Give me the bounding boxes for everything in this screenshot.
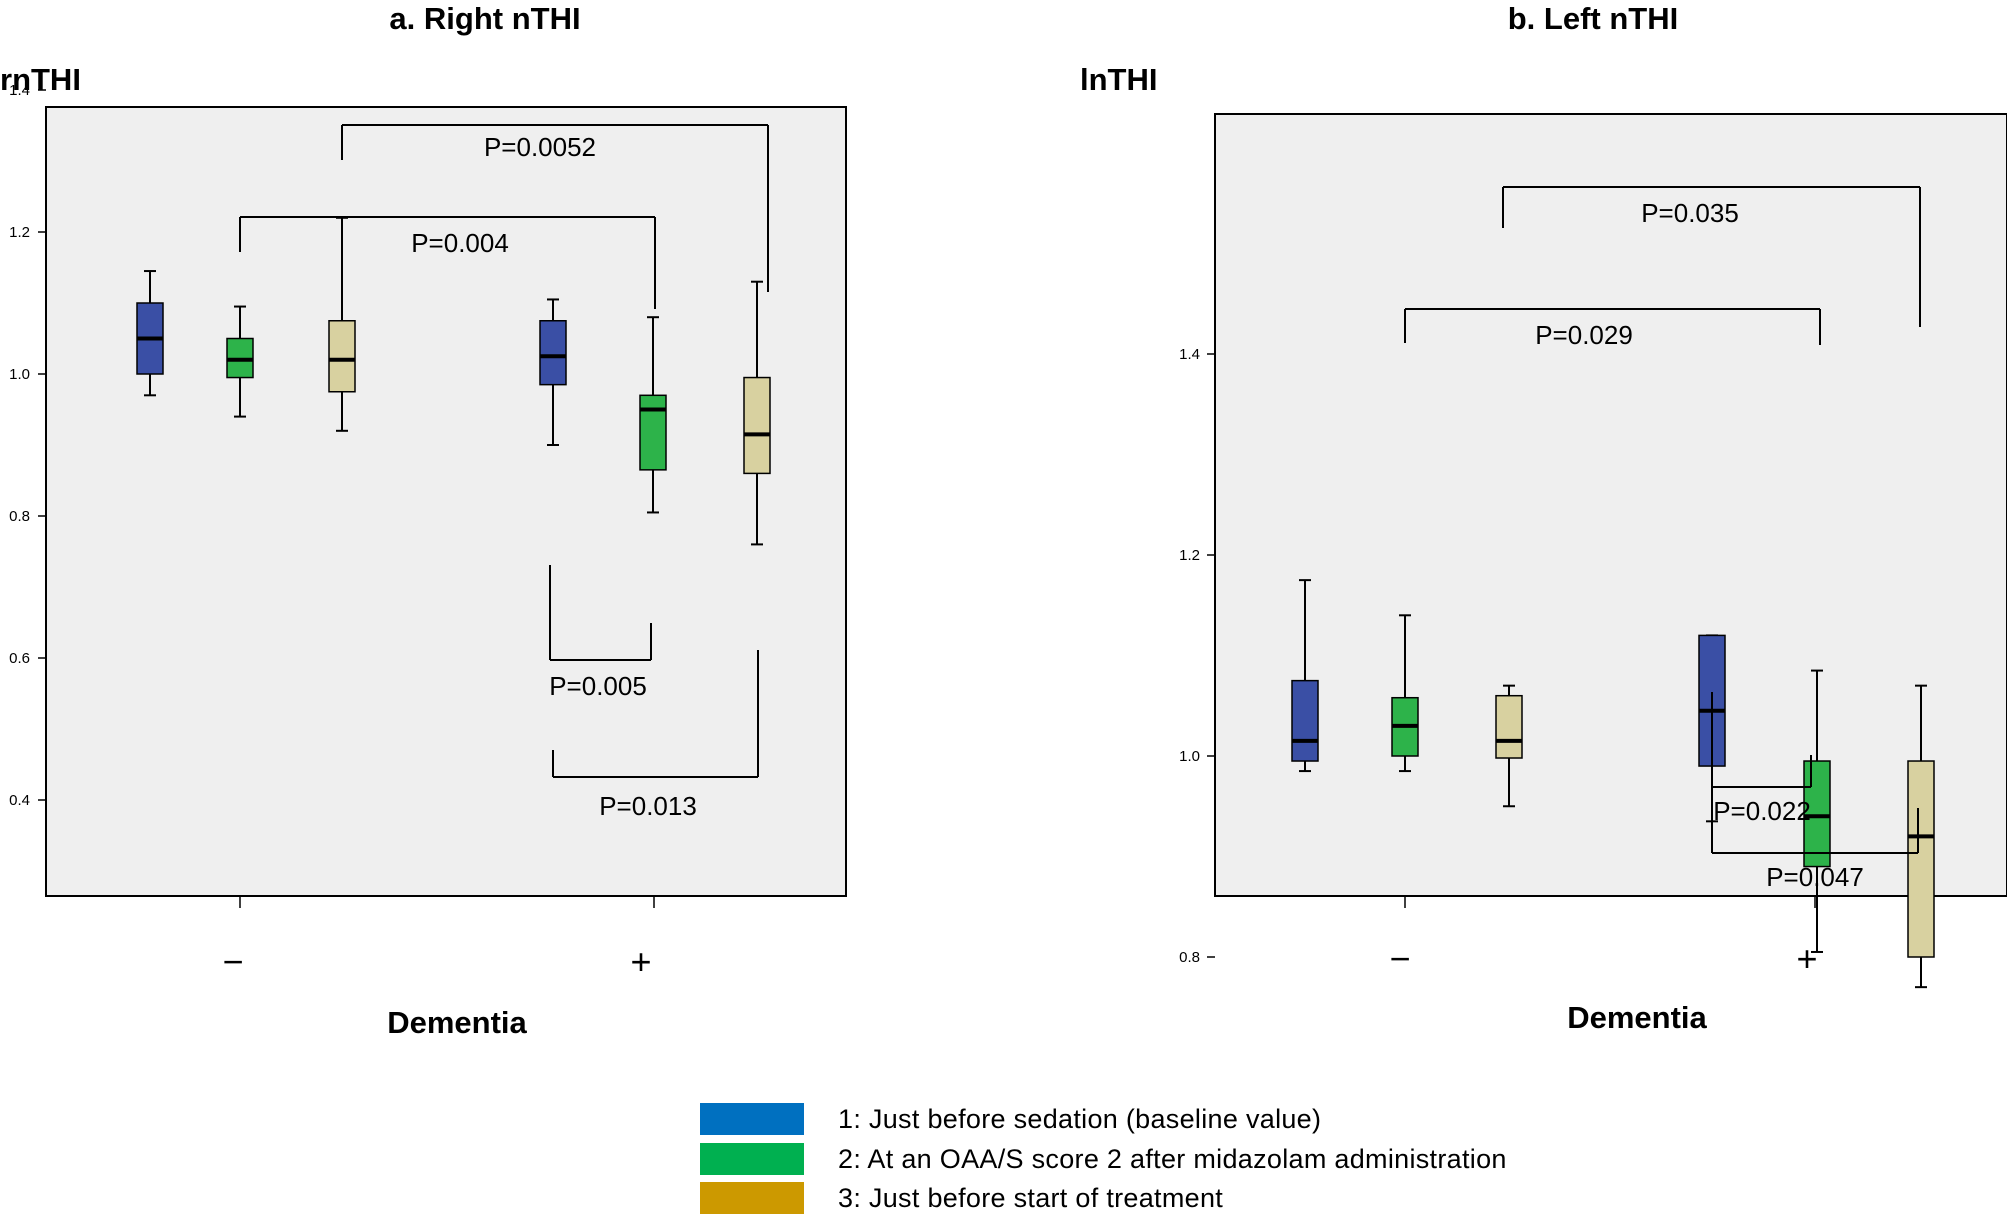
right-y-tick-label: 1.0 [9, 366, 30, 383]
right-significance-bracket [239, 216, 656, 309]
left-y-tick-label: 1.4 [1179, 346, 1200, 363]
left-p-value-label: P=0.022 [1713, 796, 1811, 826]
left-category-label: − [1389, 938, 1410, 979]
right-significance-bracket [552, 650, 759, 778]
legend-label-baseline: 1: Just before sedation (baseline value) [838, 1104, 1322, 1134]
left-box [1803, 760, 1831, 868]
right-p-value-label: P=0.0052 [484, 132, 596, 162]
right-category-label: − [222, 941, 243, 982]
legend-item-baseline: 1: Just before sedation (baseline value) [700, 1103, 1600, 1137]
left-y-tick-label: 0.8 [1179, 949, 1200, 966]
left-plot-area [1214, 113, 2007, 897]
legend-item-oaas: 2: At an OAA/S score 2 after midazolam a… [700, 1143, 1600, 1177]
left-significance-bracket [1711, 808, 1919, 854]
right-box-plot [328, 216, 356, 432]
legend-item-treatment: 3: Just before start of treatment [700, 1182, 1600, 1216]
left-x-axis-label: Dementia [1567, 1000, 1707, 1035]
right-box [328, 320, 356, 393]
left-y-axis-label: lnTHI [1080, 62, 1158, 97]
left-significance-bracket [1404, 308, 1821, 345]
legend-label-treatment: 3: Just before start of treatment [838, 1183, 1224, 1213]
left-box [1291, 679, 1319, 762]
left-box-plot [1391, 614, 1419, 773]
left-p-value-label: P=0.029 [1535, 320, 1633, 350]
left-significance-bracket [1711, 692, 1812, 788]
right-y-tick-label: 0.8 [9, 508, 30, 525]
left-box-plot [1803, 669, 1831, 953]
left-box-plot [1907, 684, 1935, 989]
right-box-plot [639, 316, 667, 514]
left-box [1495, 694, 1523, 759]
right-significance-bracket [549, 565, 652, 661]
right-p-value-label: P=0.013 [599, 791, 697, 821]
right-y-tick-label: 0.4 [9, 792, 30, 809]
right-y-tick-label: 1.4 [9, 82, 30, 99]
right-chart-title: a. Right nTHI [389, 1, 580, 36]
right-p-value-label: P=0.005 [549, 671, 647, 701]
right-category-label: + [630, 941, 651, 982]
right-p-value-label: P=0.004 [411, 228, 509, 258]
right-significance-bracket [341, 124, 769, 292]
legend-swatch-baseline [700, 1103, 804, 1135]
left-y-tick-label: 1.0 [1179, 748, 1200, 765]
left-y-tick-label: 1.2 [1179, 547, 1200, 564]
left-category-label: + [1796, 938, 1817, 979]
right-y-axis-label: rnTHI [0, 62, 81, 97]
legend-swatch-oaas [700, 1143, 804, 1175]
legend-label-oaas: 2: At an OAA/S score 2 after midazolam a… [838, 1144, 1507, 1174]
left-box-plot [1291, 579, 1319, 773]
right-y-tick-label: 1.2 [9, 224, 30, 241]
right-box-plot [226, 305, 254, 418]
left-chart-title: b. Left nTHI [1508, 1, 1678, 36]
left-p-value-label: P=0.047 [1766, 862, 1864, 892]
right-box-plot [136, 270, 164, 397]
left-significance-bracket [1502, 186, 1921, 327]
right-y-tick-label: 0.6 [9, 650, 30, 667]
right-box-plot [743, 280, 771, 546]
left-box-plot [1495, 684, 1523, 808]
right-box [743, 376, 771, 475]
left-p-value-label: P=0.035 [1641, 198, 1739, 228]
left-box [1907, 760, 1935, 958]
right-x-axis-label: Dementia [387, 1005, 527, 1040]
right-box-plot [539, 298, 567, 446]
right-box [639, 394, 667, 471]
right-box [539, 320, 567, 386]
legend-swatch-treatment [700, 1182, 804, 1214]
right-plot-area [45, 106, 847, 897]
